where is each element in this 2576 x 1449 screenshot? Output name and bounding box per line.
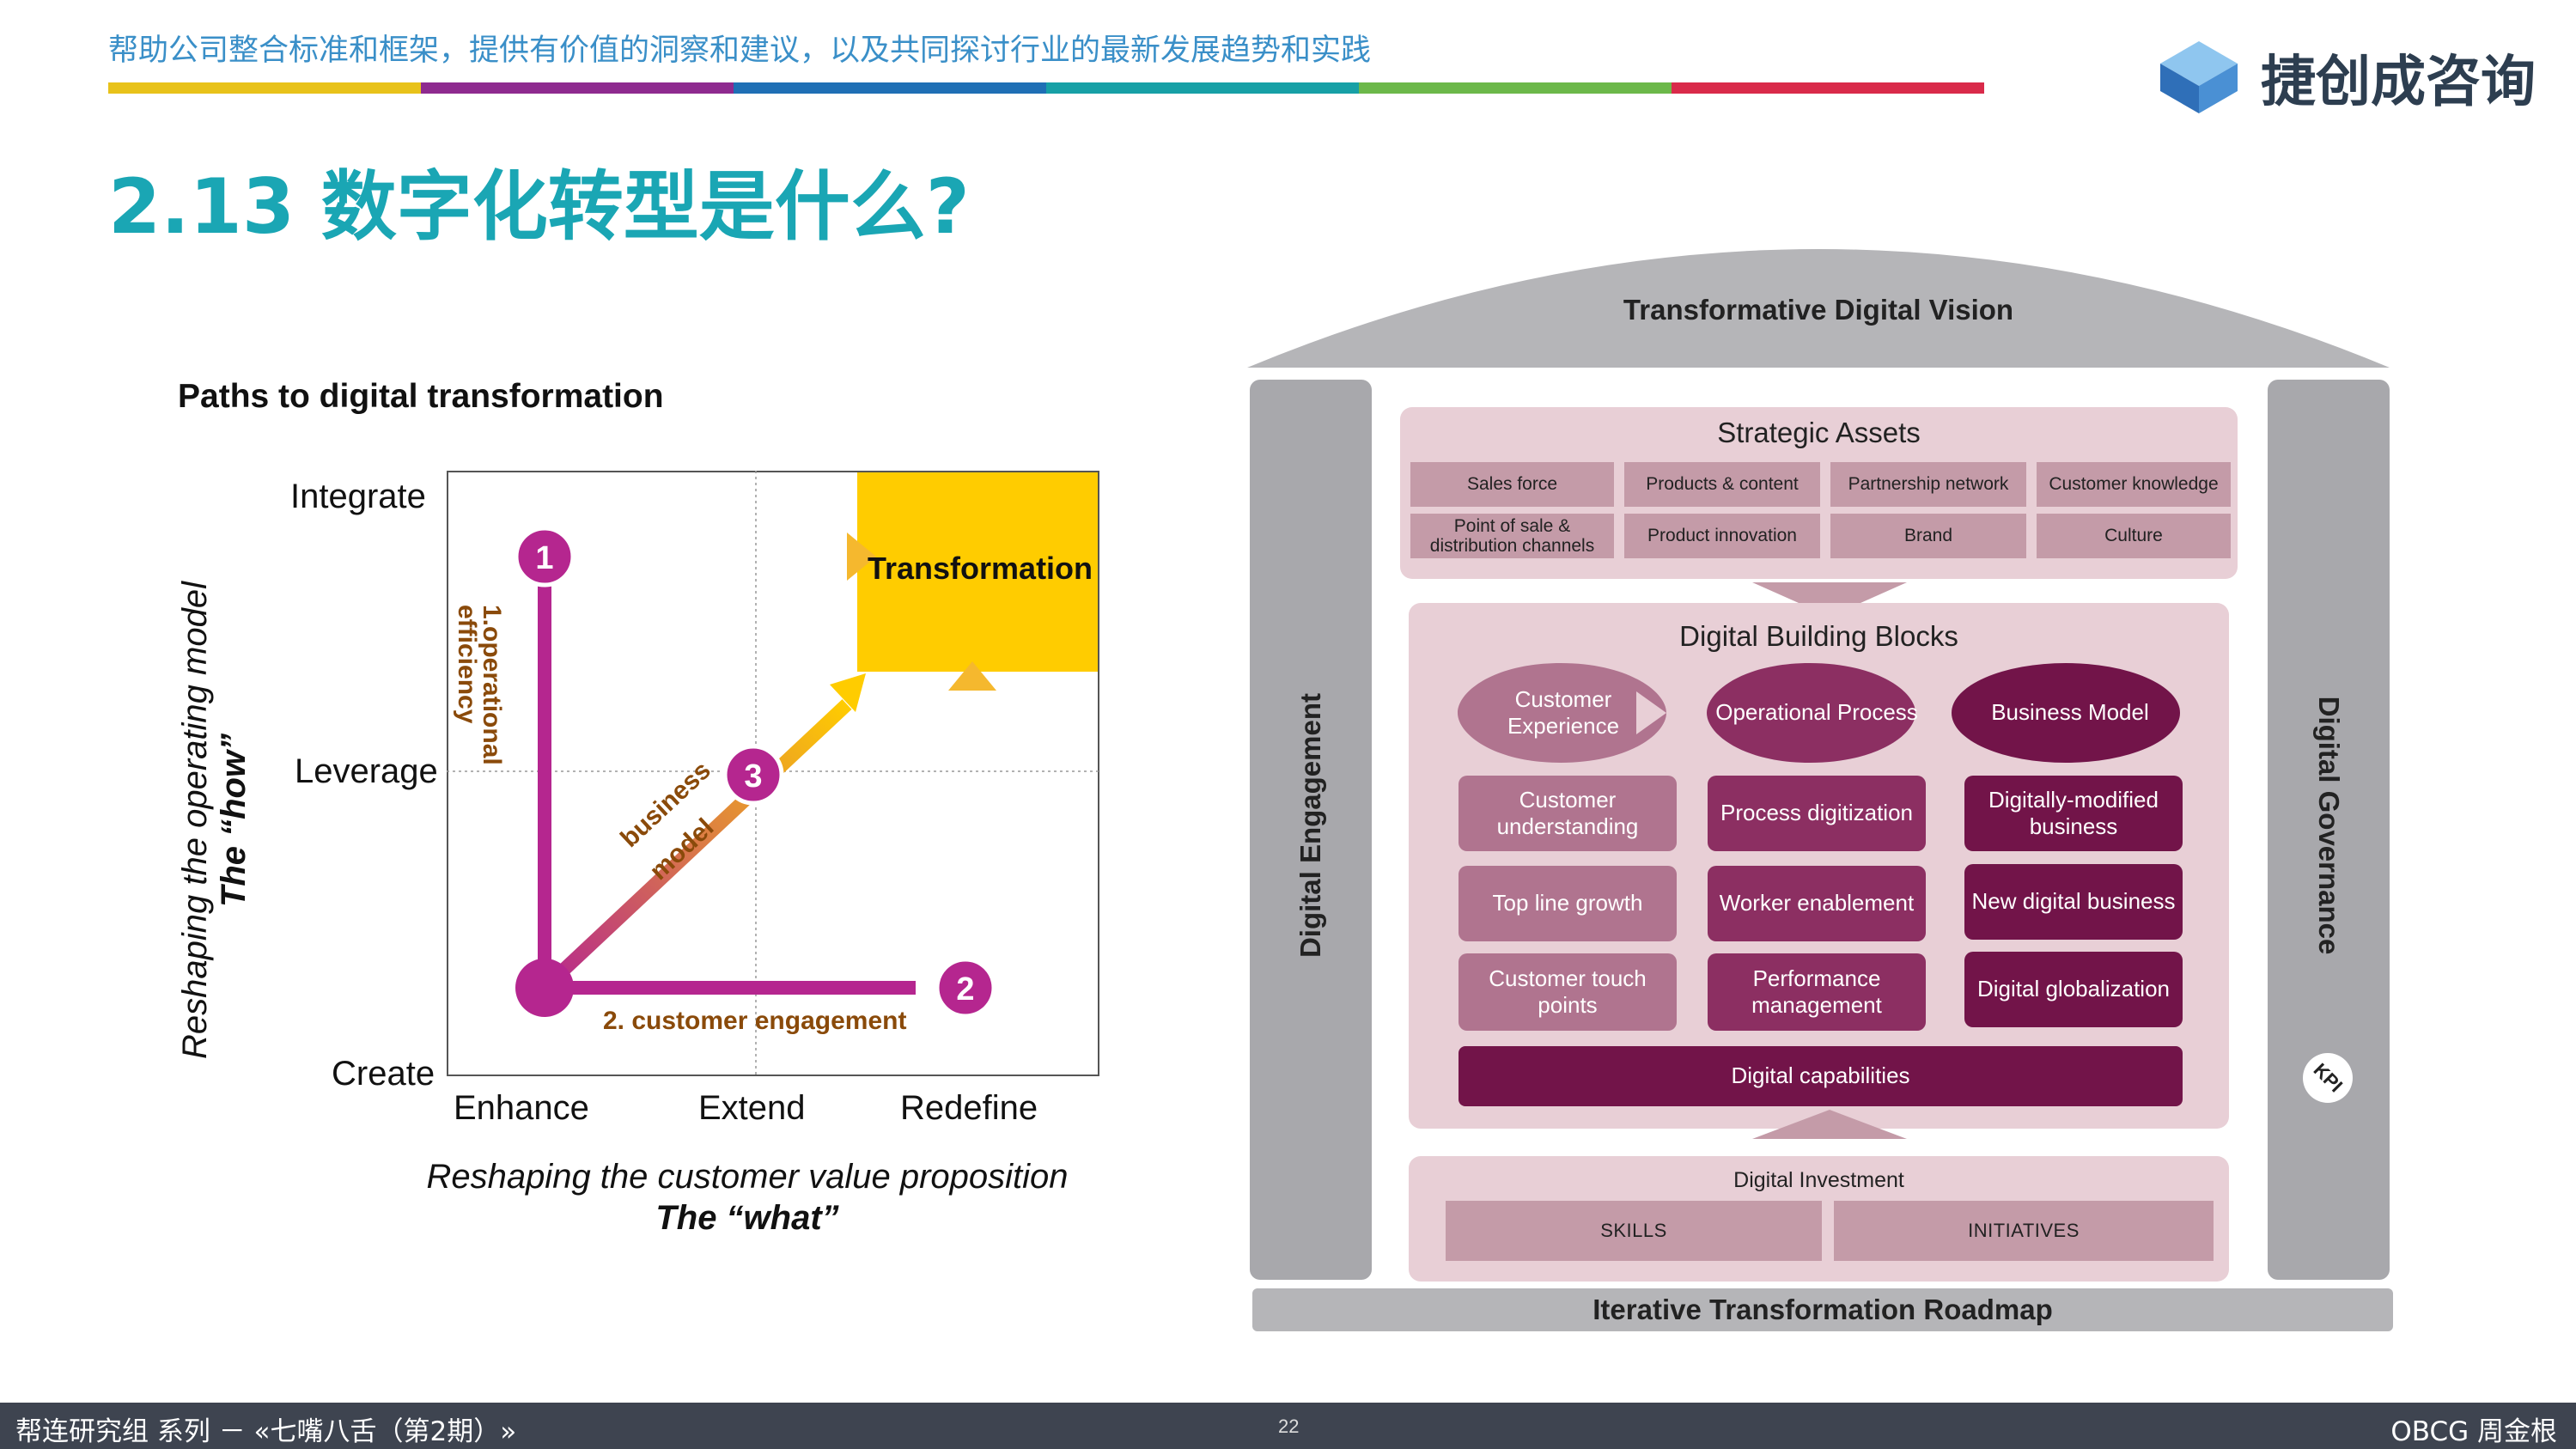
asset-customer-knowledge: Customer knowledge — [2037, 462, 2231, 507]
block-top-line-growth: Top line growth — [1459, 866, 1677, 941]
asset-products-content: Products & content — [1624, 462, 1820, 507]
investment-skills: SKILLS — [1446, 1201, 1822, 1261]
x-tick-enhance: Enhance — [454, 1089, 589, 1127]
path-2-label: 2. customer engagement — [603, 1007, 906, 1035]
block-worker-enablement: Worker enablement — [1708, 866, 1926, 941]
path-1-node — [514, 526, 575, 588]
path-2-arrowhead — [948, 661, 996, 691]
left-pillar — [1250, 380, 1372, 1280]
down-connector-arrow — [1752, 582, 1907, 617]
transformation-label: Transformation — [868, 551, 1093, 586]
brand-cube-icon — [2160, 41, 2238, 113]
roadmap-bar: Iterative Transformation Roadmap — [1252, 1288, 2393, 1331]
origin-node — [515, 959, 574, 1017]
page-title: 2.13 数字化转型是什么? — [108, 162, 970, 251]
paths-diagram: 1 2 3 Transformation 1.operational effic… — [447, 471, 1099, 1076]
left-pillar-label-wrap: Digital Engagement — [1250, 380, 1372, 1280]
path-1-number: 1 — [535, 540, 553, 576]
path-3-arrowhead — [830, 673, 866, 712]
color-stripe — [108, 82, 1984, 94]
stripe-segment — [108, 82, 421, 94]
path-1-label-line2: efficiency — [453, 605, 481, 724]
x-tick-extend: Extend — [698, 1089, 806, 1127]
paths-plot-area — [447, 471, 1099, 1076]
block-customer-understanding: Customer understanding — [1459, 776, 1677, 851]
stripe-segment — [734, 82, 1046, 94]
asset-sales-force: Sales force — [1410, 462, 1614, 507]
operational-process-chevron — [1707, 663, 1915, 763]
path-1-arrowhead — [847, 533, 876, 581]
brand-name: 捷创成咨询 — [2261, 51, 2536, 114]
block-customer-touch-points: Customer touch points — [1459, 953, 1677, 1031]
block-process-digitization: Process digitization — [1708, 776, 1926, 851]
vision-label: Transformative Digital Vision — [1623, 294, 2014, 326]
transformation-target — [857, 472, 1098, 672]
asset-product-innovation: Product innovation — [1624, 514, 1820, 558]
asset-brand: Brand — [1830, 514, 2026, 558]
head-operational-process: Operational Process — [1715, 699, 1918, 726]
path-2-node — [935, 957, 996, 1019]
stripe-segment — [421, 82, 734, 94]
block-digitally-modified-business: Digitally-modified business — [1964, 776, 2183, 851]
block-new-digital-business: New digital business — [1964, 864, 2183, 940]
block-digital-globalization: Digital globalization — [1964, 952, 2183, 1027]
footer-series: 帮连研究组 系列 － «七嘴八舌（第2期）» — [15, 1416, 517, 1447]
x-axis-label-bold: The “what” — [655, 1199, 839, 1237]
footer-bar — [0, 1403, 2576, 1449]
footer-author: OBCG 周金根 — [2390, 1416, 2557, 1447]
asset-culture: Culture — [2037, 514, 2231, 558]
left-pillar-label: Digital Engagement — [1294, 692, 1326, 959]
path-3-node — [722, 744, 784, 806]
stripe-segment — [1046, 82, 1359, 94]
up-connector-arrow — [1752, 1110, 1907, 1139]
customer-experience-chevron — [1458, 663, 1666, 763]
path-1-label-line1: 1.operational — [478, 605, 506, 765]
right-pillar — [2268, 380, 2390, 1280]
asset-point-of-sale: Point of sale & distribution channels — [1410, 514, 1614, 558]
y-axis-label-group: Reshaping the operating model The “how” — [172, 581, 275, 1059]
path-2-number: 2 — [956, 971, 974, 1008]
strategic-assets-title: Strategic Assets — [1717, 417, 1921, 448]
investment-initiatives: INITIATIVES — [1834, 1201, 2214, 1261]
x-axis-label: Reshaping the customer value proposition — [426, 1158, 1069, 1196]
y-axis-label: Reshaping the operating model — [176, 581, 214, 1059]
y-tick-leverage: Leverage — [295, 752, 438, 790]
header-tagline: 帮助公司整合标准和框架，提供有价值的洞察和建议，以及共同探讨行业的最新发展趋势和… — [108, 33, 1372, 68]
building-blocks-title: Digital Building Blocks — [1679, 620, 1958, 652]
stripe-segment — [1672, 82, 1984, 94]
block-performance-management: Performance management — [1708, 953, 1926, 1031]
head-customer-experience: Customer Experience — [1507, 685, 1620, 739]
path-3-number: 3 — [744, 758, 762, 795]
vision-arch — [1247, 249, 2390, 368]
right-pillar-label-wrap: Digital Governance — [2268, 380, 2390, 1280]
investment-title: Digital Investment — [1733, 1168, 1904, 1192]
y-tick-integrate: Integrate — [290, 478, 426, 515]
x-tick-redefine: Redefine — [900, 1089, 1038, 1127]
y-tick-create: Create — [332, 1055, 435, 1093]
page-number: 22 — [1278, 1416, 1300, 1437]
stripe-segment — [1359, 82, 1672, 94]
chart-title: Paths to digital transformation — [178, 378, 664, 415]
right-pillar-label: Digital Governance — [2313, 696, 2345, 955]
asset-partnership-network: Partnership network — [1830, 462, 2026, 507]
path-3-arrow — [539, 699, 852, 993]
y-axis-label-bold: The “how” — [215, 733, 253, 908]
business-model-oval — [1952, 663, 2180, 763]
head-business-model: Business Model — [1991, 699, 2149, 726]
block-digital-capabilities: Digital capabilities — [1459, 1046, 2183, 1106]
